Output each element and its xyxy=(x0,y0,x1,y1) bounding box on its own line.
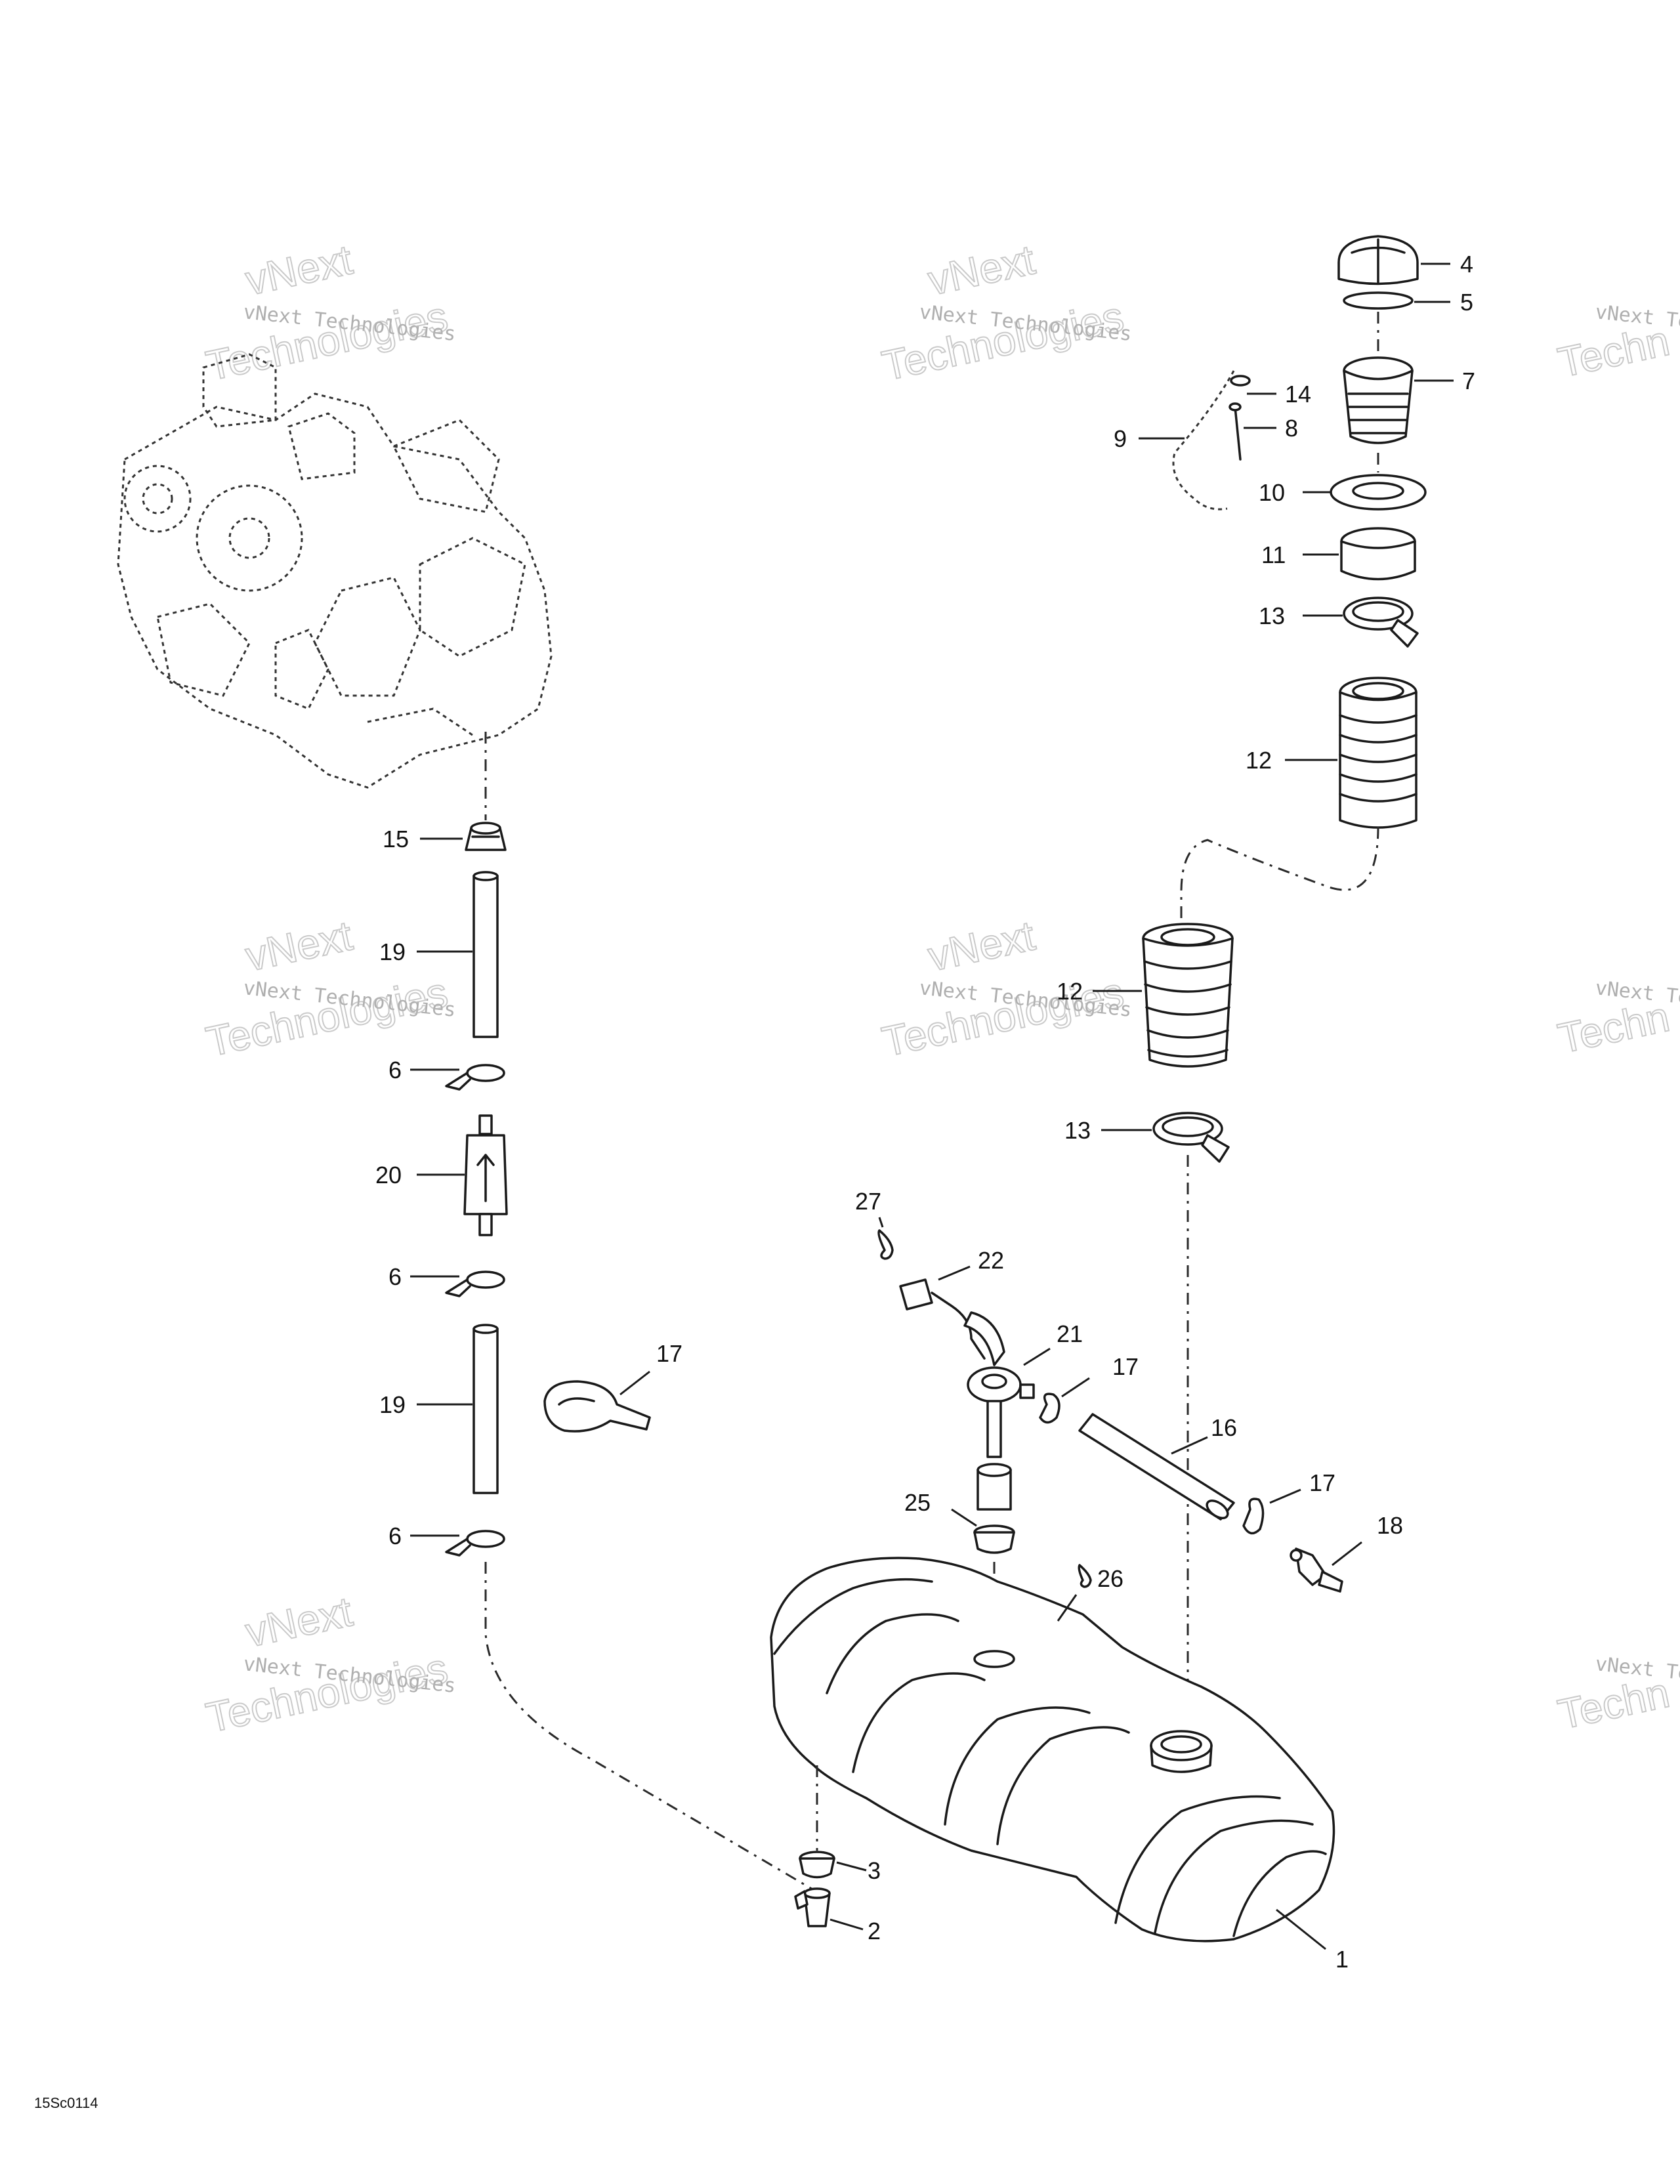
watermark-group: vNext vNext Technologies Technologies vN… xyxy=(201,235,1680,1742)
engine-outline xyxy=(117,353,553,789)
watermark-top-center: vNext vNext Technologies Technologies xyxy=(877,235,1133,390)
fuel-filter-20 xyxy=(463,1114,508,1236)
watermark-bottom-right: vNext Te Techn xyxy=(1553,1652,1680,1739)
callout-17-left: 17 xyxy=(656,1340,682,1367)
washer-14 xyxy=(1230,375,1251,387)
fitting-15 xyxy=(465,822,507,851)
fitting-2 xyxy=(794,1887,831,1927)
cap-gasket-5 xyxy=(1343,291,1414,310)
adhesive-drop-27-icon xyxy=(877,1229,894,1260)
svg-text:Techn: Techn xyxy=(1554,1669,1673,1738)
callout-25: 25 xyxy=(904,1489,931,1516)
callout-5: 5 xyxy=(1460,289,1473,316)
callout-6-top: 6 xyxy=(388,1057,402,1083)
callout-22: 22 xyxy=(978,1247,1004,1274)
vent-assembly xyxy=(877,1229,1343,1654)
bellows-12-lower xyxy=(1142,923,1234,1068)
clamp-17-top xyxy=(1039,1393,1060,1424)
callout-10: 10 xyxy=(1259,479,1285,506)
clamp-6-bottom xyxy=(445,1530,505,1557)
callout-17-right: 17 xyxy=(1309,1469,1335,1496)
callout-7: 7 xyxy=(1462,368,1475,394)
callout-9: 9 xyxy=(1114,425,1127,452)
callout-1: 1 xyxy=(1335,1946,1349,1973)
figure-code: 15Sc0114 xyxy=(34,2095,98,2111)
callout-15: 15 xyxy=(383,826,409,852)
callout-18: 18 xyxy=(1377,1512,1403,1539)
hose-16 xyxy=(1078,1413,1235,1521)
svg-text:Techn: Techn xyxy=(1554,317,1673,387)
svg-text:Technologies: Technologies xyxy=(202,1645,452,1742)
callout-20: 20 xyxy=(375,1162,402,1188)
callout-17-top: 17 xyxy=(1112,1353,1139,1380)
svg-text:vNext: vNext xyxy=(242,236,356,304)
left-fuel-line-assembly xyxy=(445,732,814,1891)
callout-16: 16 xyxy=(1211,1414,1237,1441)
filler-neck-7 xyxy=(1343,356,1414,444)
callout-4: 4 xyxy=(1460,251,1473,278)
cable-tie-17-left xyxy=(543,1380,651,1433)
callout-21: 21 xyxy=(1057,1320,1083,1347)
watermark-mid-left: vNext vNext Technologies Technologies xyxy=(201,911,457,1066)
nut-11 xyxy=(1340,527,1416,581)
filler-neck-assembly xyxy=(1142,235,1427,1719)
pin-8 xyxy=(1234,406,1242,461)
callout-3: 3 xyxy=(868,1857,881,1884)
outlet-fittings xyxy=(794,1851,835,1927)
callout-6-middle: 6 xyxy=(388,1263,402,1290)
leader-lines xyxy=(410,262,1454,1950)
svg-text:Techn: Techn xyxy=(1554,993,1673,1062)
callout-19-upper: 19 xyxy=(379,938,406,965)
watermark-top-left: vNext vNext Technologies Technologies xyxy=(201,235,457,390)
hose-19-upper xyxy=(472,871,499,1038)
hose-19-lower xyxy=(472,1324,499,1494)
callout-19-lower: 19 xyxy=(379,1391,406,1418)
bellows-12-upper xyxy=(1339,677,1418,829)
clamp-6-top xyxy=(445,1064,505,1091)
callout-12-lower: 12 xyxy=(1057,978,1083,1005)
callout-8: 8 xyxy=(1285,415,1298,442)
svg-text:vNext: vNext xyxy=(924,236,1039,304)
svg-text:vNext: vNext xyxy=(924,912,1039,980)
svg-text:Technologies: Technologies xyxy=(202,293,452,390)
callout-12-upper: 12 xyxy=(1246,747,1272,774)
callout-13-bottom: 13 xyxy=(1064,1117,1091,1144)
svg-text:vNext: vNext xyxy=(242,912,356,980)
adhesive-drop-26-icon xyxy=(1078,1564,1092,1588)
callout-2: 2 xyxy=(868,1918,881,1944)
callout-labels: 4 5 7 14 8 9 10 11 13 12 12 13 15 19 6 2… xyxy=(375,251,1475,1973)
svg-text:Technologies: Technologies xyxy=(878,293,1127,390)
tether-chain-9 xyxy=(1172,370,1251,511)
watermark-bottom-left: vNext vNext Technologies Technologies xyxy=(201,1587,457,1742)
clamp-13-bottom xyxy=(1152,1112,1230,1163)
callout-11: 11 xyxy=(1261,541,1286,568)
watermark-top-right: vNext Te Techn xyxy=(1553,301,1680,387)
callout-6-bottom: 6 xyxy=(388,1522,402,1549)
svg-text:Technologies: Technologies xyxy=(202,969,452,1066)
grommet-25 xyxy=(973,1463,1015,1554)
grommet-3 xyxy=(799,1851,835,1879)
fuel-tank-1 xyxy=(770,1557,1335,1942)
clamp-17-bottom xyxy=(1242,1498,1265,1535)
callout-27: 27 xyxy=(855,1188,881,1215)
watermark-mid-center: vNext vNext Technologies Technologies xyxy=(877,911,1133,1066)
svg-text:Technologies: Technologies xyxy=(878,969,1127,1066)
callout-26: 26 xyxy=(1097,1565,1124,1592)
fuel-cap-4 xyxy=(1337,235,1419,285)
clamp-6-middle xyxy=(445,1270,505,1297)
check-valve-18 xyxy=(1290,1547,1343,1593)
callout-13-top: 13 xyxy=(1259,602,1285,629)
clamp-13-top xyxy=(1343,597,1419,648)
watermark-mid-right: vNext Te Techn xyxy=(1553,976,1680,1063)
callout-14: 14 xyxy=(1285,381,1311,408)
svg-text:vNext: vNext xyxy=(242,1587,356,1656)
